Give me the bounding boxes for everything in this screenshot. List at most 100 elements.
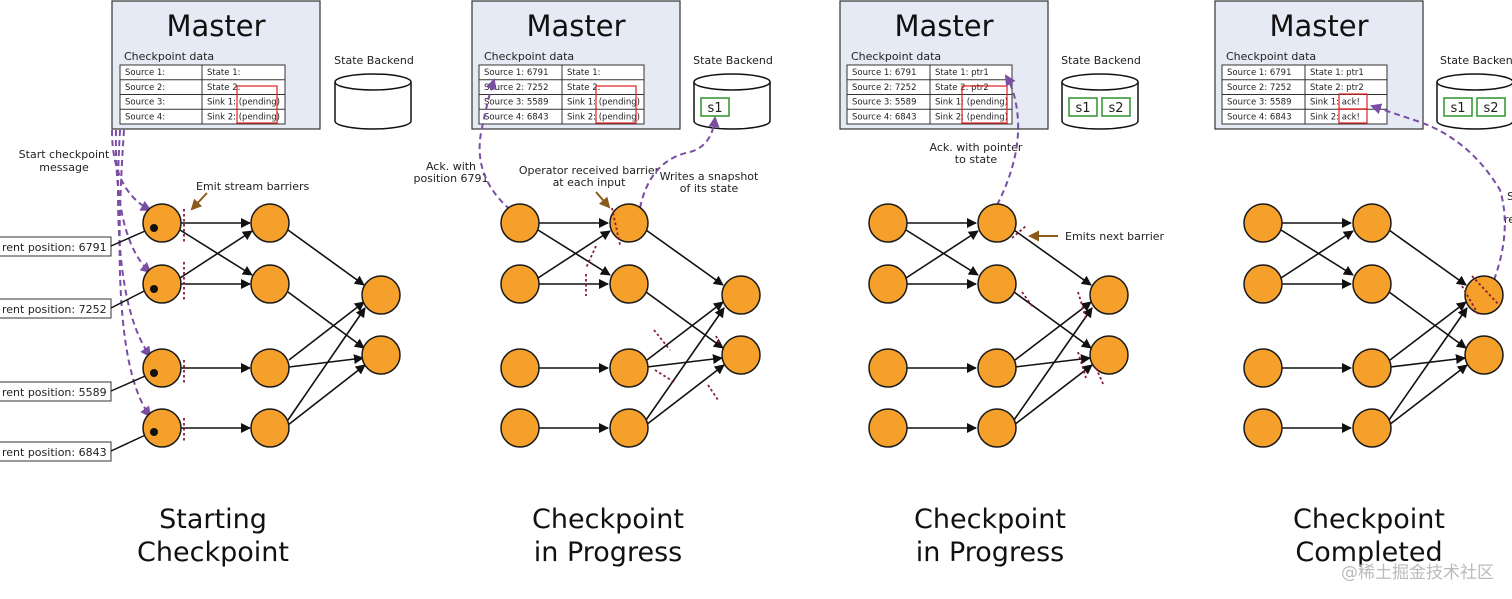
- barrier-mark: [715, 335, 721, 345]
- panel-checkpoint-in-progress-1: Master Checkpoint data Source 1: 6791 St…: [413, 0, 773, 568]
- table-cell-source: Source 4: 6843: [484, 113, 549, 123]
- table-cell-state: State 2:: [567, 83, 600, 93]
- input-dot: [150, 428, 158, 436]
- start-arrow: [118, 129, 152, 418]
- table-cell-source: Source 4: 6843: [1227, 113, 1292, 123]
- operator-node: [609, 348, 649, 388]
- table-cell-source: Source 2: 7252: [852, 83, 917, 93]
- snapshot-s2: [1101, 97, 1131, 117]
- source-operator-node: [142, 264, 182, 304]
- ack-arrow: [1370, 103, 1506, 281]
- barrier-mark: [1461, 285, 1479, 315]
- master-box: Master Checkpoint data Source 1: 6791 St…: [1214, 0, 1424, 130]
- master-box: Master Checkpoint data Source 1: 6791 St…: [839, 0, 1049, 130]
- emit-barriers-arrow: [190, 192, 208, 211]
- source-operator-node: [142, 408, 182, 448]
- svg-text:s1: s1: [1450, 101, 1465, 116]
- svg-text:s2: s2: [1483, 101, 1498, 116]
- snapshot-arrow: [639, 116, 720, 209]
- sink-node: [361, 335, 401, 375]
- panel-starting-checkpoint: Master Checkpoint data Source 1: State 1…: [0, 0, 414, 568]
- svg-text:s2: s2: [1108, 101, 1123, 116]
- position-box: rent position: 5589: [0, 381, 112, 402]
- barrier-mark: [1471, 275, 1501, 307]
- operator-node: [250, 348, 290, 388]
- ack-arrow: [996, 74, 1020, 206]
- checkpoint-data-label: Checkpoint data: [1226, 50, 1316, 63]
- panel-caption: Checkpoint: [1293, 504, 1445, 535]
- start-arrow: [111, 129, 152, 211]
- checkpoint-table: Source 1: 6791 State 1: Source 2: 7252 S…: [478, 64, 645, 125]
- state-backend-cylinder: s1 s2: [1061, 73, 1139, 130]
- panel-checkpoint-completed: Master Checkpoint data Source 1: 6791 St…: [1214, 0, 1512, 568]
- master-box: Master Checkpoint data Source 1: State 1…: [111, 0, 321, 130]
- checkpoint-table: Source 1: State 1: Source 2: State 2: So…: [119, 64, 286, 125]
- operator-graph: [142, 203, 401, 448]
- panel-caption: Checkpoint: [914, 504, 1066, 535]
- sink-node: [721, 335, 761, 375]
- start-arrow: [114, 129, 152, 274]
- table-cell-state: State 1: ptr1: [935, 68, 989, 78]
- checkpoint-data-label: Checkpoint data: [484, 50, 574, 63]
- table-cell-source: Source 4:: [125, 113, 165, 123]
- sink-node: [1464, 335, 1504, 375]
- state-backend-cylinder: s1: [693, 73, 771, 130]
- sink-node: [1089, 335, 1129, 375]
- source-operator-node: [500, 408, 540, 448]
- checkpoint-data-label: Checkpoint data: [851, 50, 941, 63]
- barrier-mark: [707, 384, 719, 401]
- operator-node: [609, 408, 649, 448]
- source-operator-node: [500, 348, 540, 388]
- master-title: Master: [1269, 9, 1368, 43]
- operator-graph: [868, 203, 1129, 448]
- input-dot: [150, 224, 158, 232]
- position-box: rent position: 7252: [0, 298, 112, 319]
- table-cell-state: State 1:: [567, 68, 600, 78]
- start-arrow: [117, 129, 152, 358]
- state-backend-label: State Backend: [1061, 54, 1141, 67]
- sink-ack-annotation: re: [1504, 213, 1512, 226]
- table-cell-source: Source 2: 7252: [484, 83, 549, 93]
- state-backend-label: State Backend: [1440, 54, 1512, 67]
- ack-arrow: [478, 78, 519, 217]
- operator-node: [977, 408, 1017, 448]
- barrier-received-arrow: [595, 191, 611, 209]
- barrier-mark: [654, 369, 675, 383]
- sink-ack-annotation: S: [1507, 190, 1512, 203]
- master-title: Master: [166, 9, 265, 43]
- operator-node: [250, 203, 290, 243]
- table-cell-state: Sink 1: (pending): [935, 98, 1008, 108]
- panel-caption: Starting: [159, 504, 267, 535]
- panel-caption: Checkpoint: [137, 537, 289, 568]
- emits-next-barrier-annotation: Emits next barrier: [1065, 230, 1165, 243]
- checkpoint-table: Source 1: 6791 State 1: ptr1 Source 2: 7…: [846, 64, 1013, 125]
- operator-node: [977, 203, 1017, 243]
- panel-caption: in Progress: [534, 537, 682, 568]
- source-operator-node: [868, 408, 908, 448]
- snapshot-s1: [1443, 97, 1473, 117]
- operator-node: [977, 264, 1017, 304]
- svg-text:rent position: 6843: rent position: 6843: [2, 446, 107, 459]
- svg-text:rent position: 6791: rent position: 6791: [2, 241, 107, 254]
- operator-node: [1352, 264, 1392, 304]
- svg-text:rent position: 5589: rent position: 5589: [2, 386, 107, 399]
- source-operator-node: [868, 348, 908, 388]
- source-operator-node: [500, 264, 540, 304]
- operator-node: [609, 264, 649, 304]
- sink-node: [1464, 275, 1504, 315]
- source-operator-node: [1243, 348, 1283, 388]
- source-operator-node: [868, 203, 908, 243]
- table-cell-state: Sink 2: ack!: [1310, 113, 1360, 123]
- svg-text:s1: s1: [1075, 101, 1090, 116]
- source-operator-node: [1243, 408, 1283, 448]
- panel-caption: Checkpoint: [532, 504, 684, 535]
- table-cell-state: State 1:: [207, 68, 240, 78]
- table-cell-state: Sink 1: (pending): [567, 98, 640, 108]
- input-dot: [150, 285, 158, 293]
- table-cell-source: Source 3: 5589: [852, 98, 917, 108]
- barrier-mark: [585, 245, 597, 269]
- checkpoint-table: Source 1: 6791 State 1: ptr1 Source 2: 7…: [1221, 64, 1388, 125]
- table-cell-state: State 1: ptr1: [1310, 68, 1364, 78]
- sink-node: [361, 275, 401, 315]
